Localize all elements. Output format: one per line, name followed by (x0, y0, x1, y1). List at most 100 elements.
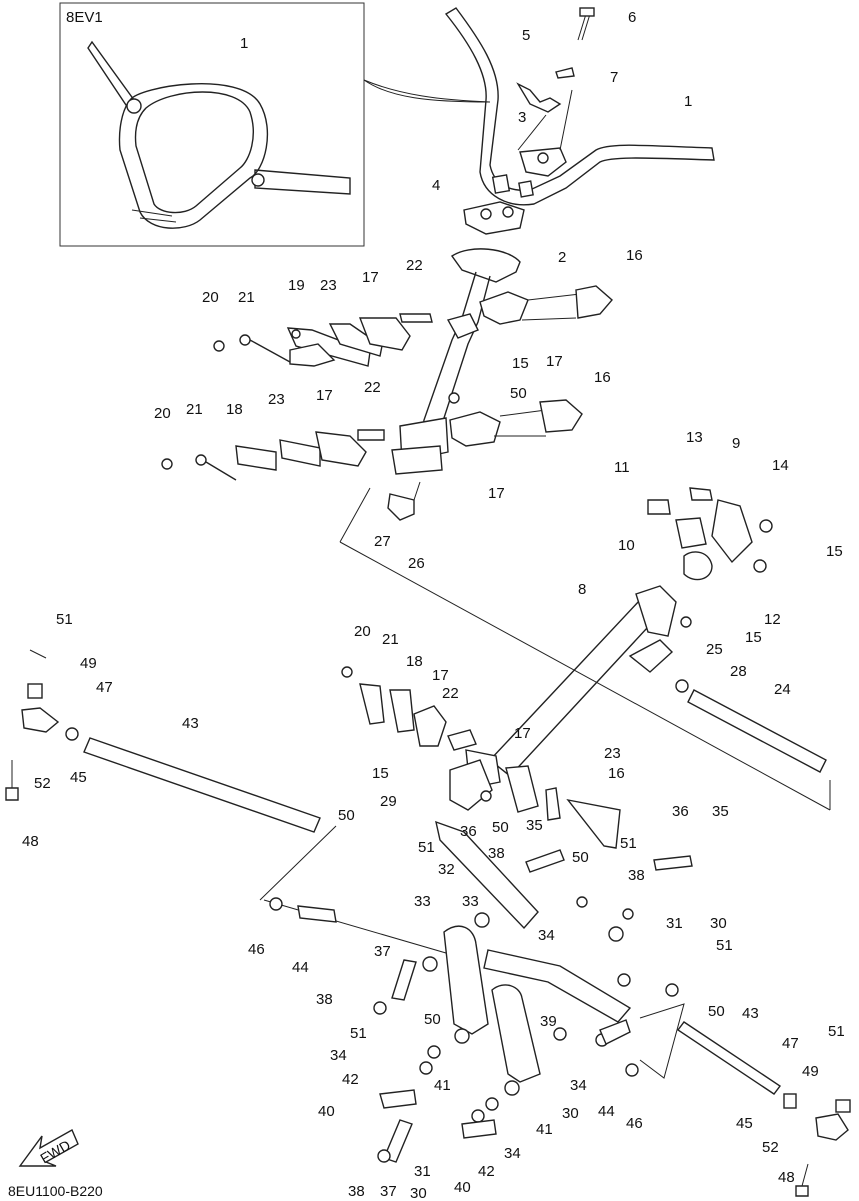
part-number-label: 38 (316, 991, 333, 1008)
part-number-label: 46 (626, 1115, 643, 1132)
right-bracket (647, 487, 773, 581)
part-number-label: 49 (80, 655, 97, 672)
main-shaft (339, 487, 831, 811)
part-number-label: 26 (408, 555, 425, 572)
part-number-label: 52 (34, 775, 51, 792)
part-number-label: 41 (434, 1077, 451, 1094)
part-number-label: 22 (442, 685, 459, 702)
part-number-label: 20 (202, 289, 219, 306)
part-number-label: 44 (598, 1103, 615, 1120)
part-number-label: 47 (782, 1035, 799, 1052)
part-number-label: 37 (374, 943, 391, 960)
upper-link-assembly-2 (161, 392, 583, 481)
part-number-label: 20 (354, 623, 371, 640)
part-number-label: 28 (730, 663, 747, 680)
part-number-label: 17 (514, 725, 531, 742)
part-number-label: 43 (182, 715, 199, 732)
part-number-label: 50 (572, 849, 589, 866)
part-number-label: 50 (338, 807, 355, 824)
part-number-label: 21 (238, 289, 255, 306)
part-number-label: 35 (526, 817, 543, 834)
part-number-label: 16 (594, 369, 611, 386)
part-number-label: 15 (745, 629, 762, 646)
handlebar-holders (463, 7, 595, 235)
inset-label: 8EV1 (66, 9, 103, 26)
figure-code: 8EU1100-B220 (8, 1183, 103, 1199)
part-number-label: 38 (628, 867, 645, 884)
part-number-label: 34 (330, 1047, 347, 1064)
tie-rod-lower-right (676, 1021, 851, 1197)
part-number-label: 38 (348, 1183, 365, 1200)
part-number-label: 30 (410, 1185, 427, 1201)
part-number-label: 51 (716, 937, 733, 954)
part-number-label: 44 (292, 959, 309, 976)
part-number-label: 31 (666, 915, 683, 932)
part-number-label: 27 (374, 533, 391, 550)
part-number-label: 40 (318, 1103, 335, 1120)
part-number-label: 16 (608, 765, 625, 782)
part-number-label: 15 (826, 543, 843, 560)
part-number-label: 37 (380, 1183, 397, 1200)
part-number-label: 22 (364, 379, 381, 396)
part-number-label: 3 (518, 109, 526, 126)
part-number-label: 31 (414, 1163, 431, 1180)
part-number-label: 4 (432, 177, 440, 194)
tie-rod-right (687, 689, 827, 773)
part-number-label: 15 (372, 765, 389, 782)
part-number-label: 24 (774, 681, 791, 698)
part-number-label: 36 (672, 803, 689, 820)
part-number-label: 5 (522, 27, 530, 44)
part-number-label: 17 (432, 667, 449, 684)
part-number-label: 33 (414, 893, 431, 910)
part-number-label: 29 (380, 793, 397, 810)
part-number-label: 34 (504, 1145, 521, 1162)
part-number-label: 20 (154, 405, 171, 422)
part-number-label: 50 (708, 1003, 725, 1020)
part-number-label: 42 (342, 1071, 359, 1088)
part-number-label: 30 (710, 915, 727, 932)
middle-link-assembly (259, 666, 621, 961)
part-number-label: 45 (736, 1115, 753, 1132)
part-number-label: 51 (620, 835, 637, 852)
part-number-label: 1 (240, 35, 248, 52)
part-number-label: 17 (546, 353, 563, 370)
part-number-label: 46 (248, 941, 265, 958)
part-number-label: 22 (406, 257, 423, 274)
part-number-label: 34 (570, 1077, 587, 1094)
handlebar (444, 7, 715, 206)
part-number-label: 39 (540, 1013, 557, 1030)
part-number-label: 12 (764, 611, 781, 628)
part-number-label: 33 (462, 893, 479, 910)
part-number-label: 19 (288, 277, 305, 294)
part-number-label: 21 (382, 631, 399, 648)
inset-variant-box: 8EV1 (59, 2, 491, 247)
part-number-label: 43 (742, 1005, 759, 1022)
part-number-label: 6 (628, 9, 636, 26)
part-number-label: 50 (510, 385, 527, 402)
part-number-label: 10 (618, 537, 635, 554)
part-number-label: 30 (562, 1105, 579, 1122)
part-number-label: 34 (538, 927, 555, 944)
upper-link-assembly-1 (213, 285, 613, 367)
part-number-label: 7 (610, 69, 618, 86)
steering-column (387, 248, 521, 521)
part-number-label: 15 (512, 355, 529, 372)
part-number-label: 51 (350, 1025, 367, 1042)
part-number-label: 45 (70, 769, 87, 786)
part-number-label: 36 (460, 823, 477, 840)
part-number-label: 51 (418, 839, 435, 856)
part-number-label: 32 (438, 861, 455, 878)
part-number-label: 50 (424, 1011, 441, 1028)
part-number-label: 13 (686, 429, 703, 446)
part-number-label: 52 (762, 1139, 779, 1156)
tie-rod-left (5, 649, 321, 833)
part-number-label: 8 (578, 581, 586, 598)
part-number-label: 49 (802, 1063, 819, 1080)
part-number-label: 25 (706, 641, 723, 658)
part-number-label: 48 (778, 1169, 795, 1186)
part-number-label: 23 (268, 391, 285, 408)
part-number-label: 47 (96, 679, 113, 696)
